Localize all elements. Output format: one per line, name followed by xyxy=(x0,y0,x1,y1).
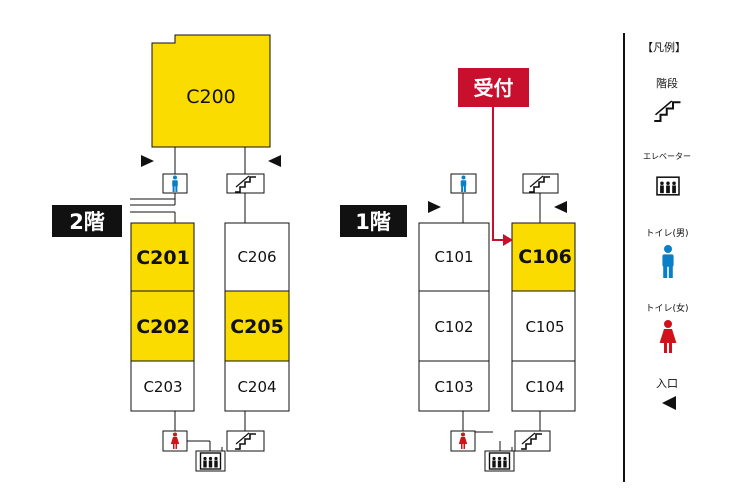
room-c206-label: C206 xyxy=(237,248,276,266)
room-c203[interactable] xyxy=(130,360,195,412)
toilet-female-icon xyxy=(659,320,677,353)
room-c102-label: C102 xyxy=(434,318,473,336)
legend-entrance-label: 入口 xyxy=(656,377,678,390)
room-c205[interactable] xyxy=(224,290,290,362)
reception-badge[interactable] xyxy=(458,68,529,107)
reception-arrow xyxy=(492,107,505,241)
room-c102[interactable] xyxy=(418,290,490,362)
room-c201[interactable] xyxy=(130,222,195,292)
reception-arrow-head xyxy=(503,234,513,246)
room-c202-label: C202 xyxy=(136,316,190,338)
room-c200[interactable] xyxy=(151,34,271,148)
room-c104[interactable] xyxy=(511,360,576,412)
legend-title: 【凡例】 xyxy=(642,40,686,54)
room-c200-label: C200 xyxy=(186,86,236,108)
room-c103-label: C103 xyxy=(434,378,473,396)
room-c101[interactable] xyxy=(418,222,490,292)
room-c103[interactable] xyxy=(418,360,490,412)
floor-1-plan: 1階 C101 C102 C103 C106 C105 C104 受付 xyxy=(340,68,576,472)
legend: 【凡例】 階段 エレベーター トイレ(男) トイレ(女) 入口 xyxy=(623,33,691,482)
toilet-male-icon xyxy=(662,245,674,278)
room-c204-label: C204 xyxy=(237,378,276,396)
room-c104-label: C104 xyxy=(525,378,564,396)
elevator-icon xyxy=(199,452,222,470)
room-c101-label: C101 xyxy=(434,248,473,266)
floor-2-plan: C200 2階 xyxy=(52,34,290,472)
room-c201-label: C201 xyxy=(136,247,190,269)
stairs-icon xyxy=(653,100,682,122)
legend-elevator-label: エレベーター xyxy=(643,152,691,161)
legend-toilet-male-label: トイレ(男) xyxy=(645,228,688,239)
elevator-icon xyxy=(488,452,511,470)
legend-toilet-female-label: トイレ(女) xyxy=(645,302,688,314)
entrance-arrow-icon xyxy=(141,155,154,167)
room-c204[interactable] xyxy=(224,360,290,412)
room-c106-label: C106 xyxy=(518,246,572,268)
room-c105-label: C105 xyxy=(525,318,564,336)
elevator-icon xyxy=(656,176,680,196)
floor-2-label: 2階 xyxy=(69,210,105,234)
room-c205-label: C205 xyxy=(230,316,284,338)
floor-1-label: 1階 xyxy=(355,210,391,234)
room-c105[interactable] xyxy=(511,290,576,362)
floor-2-label-box xyxy=(52,205,122,237)
reception-label: 受付 xyxy=(474,76,514,100)
entrance-arrow-icon xyxy=(428,201,441,213)
floor-1-label-box xyxy=(340,205,407,237)
entrance-arrow-icon xyxy=(268,155,281,167)
room-c202[interactable] xyxy=(130,290,195,362)
legend-stairs-label: 階段 xyxy=(656,76,678,90)
room-c106[interactable] xyxy=(511,222,576,292)
room-c203-label: C203 xyxy=(143,378,182,396)
entrance-arrow-icon xyxy=(662,396,676,410)
entrance-arrow-icon xyxy=(554,201,567,213)
